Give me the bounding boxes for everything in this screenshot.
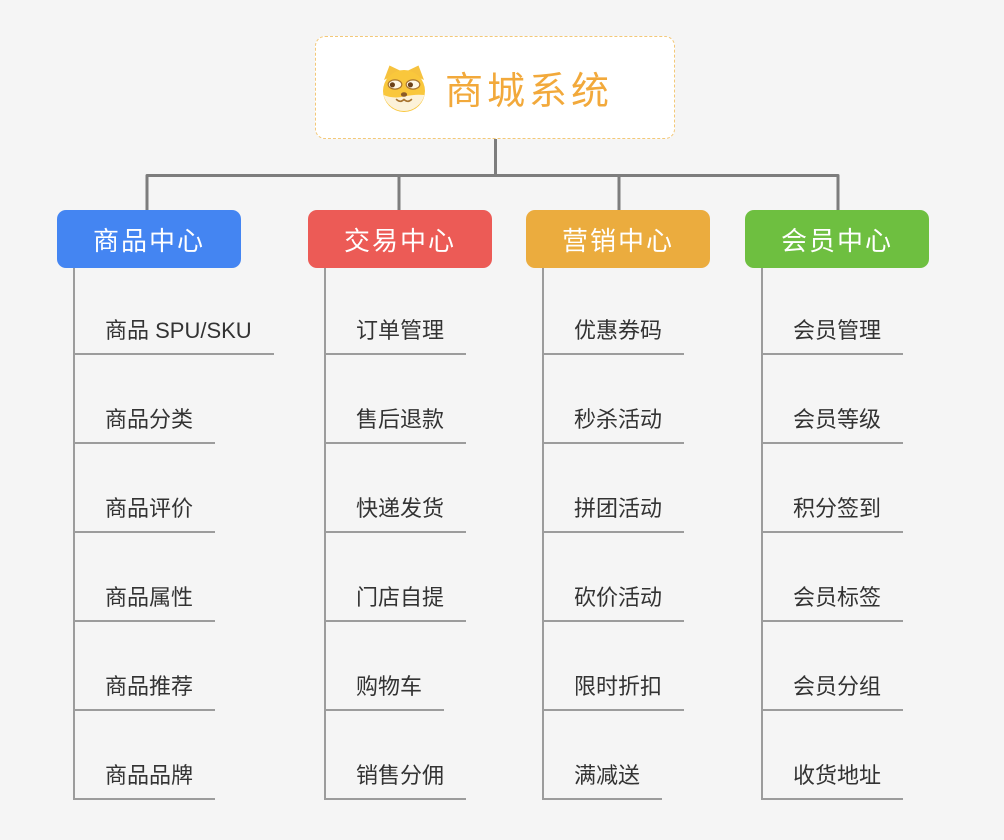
- topic-member-tag[interactable]: 会员标签: [761, 582, 904, 622]
- branch-member-center: 会员中心 会员管理 会员等级 积分签到 会员标签 会员分组 收货地址: [745, 210, 929, 810]
- topic-order-management[interactable]: 订单管理: [324, 315, 467, 355]
- branch-node-marketing-center[interactable]: 营销中心: [526, 210, 710, 268]
- topic-sales-commission[interactable]: 销售分佣: [324, 760, 467, 800]
- topic-shopping-cart[interactable]: 购物车: [324, 671, 445, 711]
- dog-face-icon: [377, 63, 431, 113]
- topic-product-review[interactable]: 商品评价: [73, 493, 216, 533]
- branch-trunk-line: [73, 268, 75, 800]
- topic-product-recommend[interactable]: 商品推荐: [73, 671, 216, 711]
- branch-trade-center: 交易中心 订单管理 售后退款 快递发货 门店自提 购物车 销售分佣: [308, 210, 492, 810]
- branch-node-member-center[interactable]: 会员中心: [745, 210, 929, 268]
- branch-node-product-center[interactable]: 商品中心: [57, 210, 241, 268]
- branch-trunk-line: [542, 268, 544, 800]
- topic-points-checkin[interactable]: 积分签到: [761, 493, 904, 533]
- branch-product-center: 商品中心 商品 SPU/SKU 商品分类 商品评价 商品属性 商品推荐 商品品牌: [57, 210, 274, 810]
- topic-flash-sale[interactable]: 秒杀活动: [542, 404, 685, 444]
- topic-express-shipping[interactable]: 快递发货: [324, 493, 467, 533]
- branch-node-trade-center[interactable]: 交易中心: [308, 210, 492, 268]
- topic-member-level[interactable]: 会员等级: [761, 404, 904, 444]
- topic-aftersale-refund[interactable]: 售后退款: [324, 404, 467, 444]
- topic-product-spu-sku[interactable]: 商品 SPU/SKU: [73, 315, 274, 355]
- topic-store-pickup[interactable]: 门店自提: [324, 582, 467, 622]
- topic-product-brand[interactable]: 商品品牌: [73, 760, 216, 800]
- topic-member-group[interactable]: 会员分组: [761, 671, 904, 711]
- topic-group-buy[interactable]: 拼团活动: [542, 493, 685, 533]
- root-node[interactable]: 商城系统: [315, 36, 675, 139]
- topic-bargain-activity[interactable]: 砍价活动: [542, 582, 685, 622]
- topic-product-category[interactable]: 商品分类: [73, 404, 216, 444]
- topic-limited-time-discount[interactable]: 限时折扣: [542, 671, 685, 711]
- branch-trunk-line: [761, 268, 763, 800]
- topic-member-management[interactable]: 会员管理: [761, 315, 904, 355]
- topic-product-attribute[interactable]: 商品属性: [73, 582, 216, 622]
- branch-marketing-center: 营销中心 优惠券码 秒杀活动 拼团活动 砍价活动 限时折扣 满减送: [526, 210, 710, 810]
- topic-spend-and-save[interactable]: 满减送: [542, 760, 663, 800]
- branch-trunk-line: [324, 268, 326, 800]
- topic-coupon-code[interactable]: 优惠券码: [542, 315, 685, 355]
- root-title: 商城系统: [444, 71, 613, 113]
- topic-shipping-address[interactable]: 收货地址: [761, 760, 904, 800]
